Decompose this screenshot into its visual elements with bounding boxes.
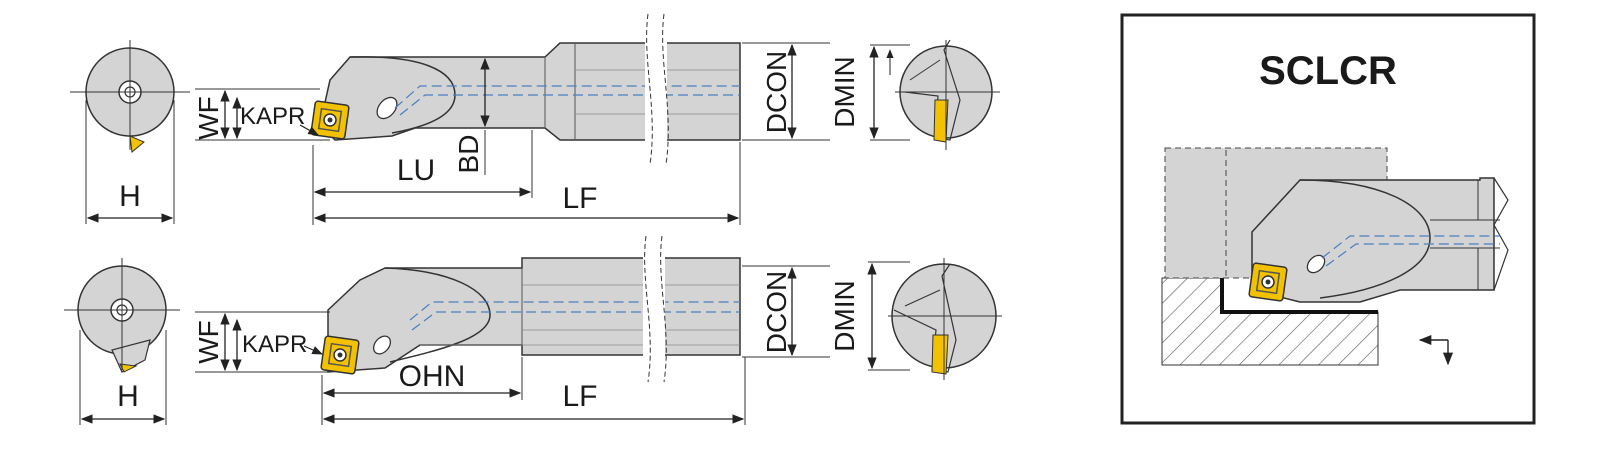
- sclcr-panel: SCLCR: [1120, 13, 1536, 425]
- dim-label-dcon-bottom: DCON: [761, 271, 792, 353]
- dim-label-lu-top: LU: [397, 154, 435, 187]
- dim-label-h-bottom: H: [117, 380, 139, 413]
- dim-label-dcon-top: DCON: [761, 51, 792, 133]
- bottom-dimensions: WF KAPR OHN LF DCON DMIN: [193, 261, 910, 425]
- top-end-view: H: [70, 40, 190, 224]
- dim-label-lf-top: LF: [562, 182, 597, 215]
- dim-label-ohn-bottom: OHN: [399, 360, 466, 393]
- top-bore-view: [886, 39, 1000, 150]
- bottom-boring-bar: [320, 235, 741, 383]
- dim-label-kapr-bottom: KAPR: [242, 331, 307, 358]
- dim-label-lf-bottom: LF: [562, 380, 597, 413]
- bottom-end-view: H: [64, 258, 180, 425]
- dim-label-wf-top: WF: [193, 96, 224, 140]
- dim-label-kapr-top: KAPR: [240, 103, 305, 130]
- panel-title: SCLCR: [1259, 49, 1397, 93]
- dim-label-wf-bottom: WF: [193, 320, 224, 364]
- feed-direction-arrows-icon: [1418, 334, 1454, 366]
- top-dimensions: WF KAPR BD LU LF DCON DMIN: [193, 42, 910, 225]
- dim-label-dmin-bottom: DMIN: [829, 280, 860, 352]
- bottom-bore-view: [888, 258, 1002, 380]
- dim-label-bd-top: BD: [453, 135, 484, 174]
- dim-label-h-top: H: [119, 180, 141, 213]
- top-boring-bar: [310, 13, 741, 165]
- dim-label-dmin-top: DMIN: [829, 56, 860, 128]
